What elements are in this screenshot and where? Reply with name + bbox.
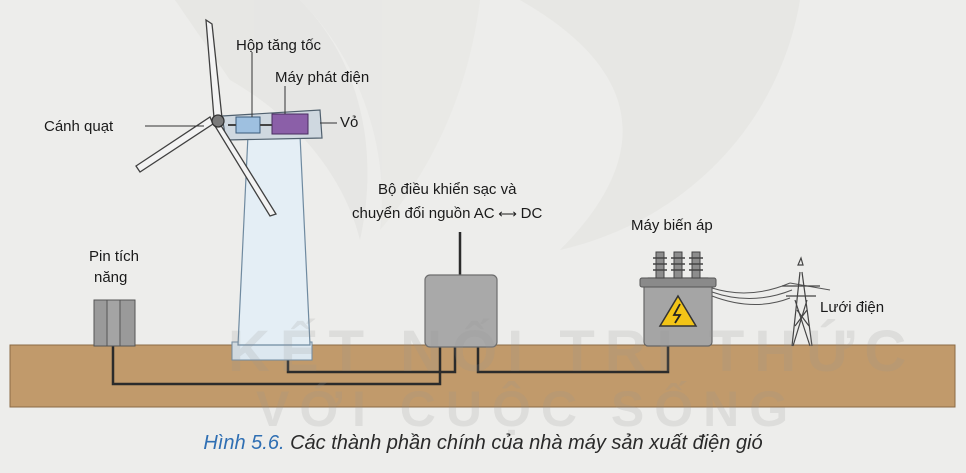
figure-number: Hình 5.6. [203,432,285,454]
label-blades: Cánh quạt [44,118,114,135]
transformer [639,251,717,347]
transmission-pylon-icon [782,256,820,347]
label-housing: Vỏ [340,114,359,131]
high-voltage-warning-icon [658,294,698,327]
rotor-blades [135,18,277,217]
background-logo [175,0,800,250]
nacelle [221,109,323,141]
bidirectional-arrow-icon: ⟷ [498,206,517,221]
label-controller-line2: chuyển đổi nguồn AC⟷DC [352,204,542,224]
ground [9,344,956,408]
figure-caption-text: Các thành phần chính của nhà máy sản xuấ… [290,432,763,454]
label-gearbox: Hộp tăng tốc [236,37,322,54]
charge-controller-box [424,274,498,348]
label-controller-line1: Bộ điều khiển sạc và [378,181,517,198]
watermark-line1: KẾT NỐI TRI THỨC [228,319,917,384]
label-grid: Lưới điện [820,299,885,316]
label-battery-line1: Pin tích [89,248,140,265]
label-controller-dc: DC [520,205,543,222]
watermark-line2: VỚI CUỘC SỐNG [256,381,799,437]
label-battery-line2: năng [94,269,128,286]
label-controller-ac: chuyển đổi nguồn AC [352,205,495,222]
label-transformer: Máy biến áp [631,217,713,234]
label-generator: Máy phát điện [275,69,370,86]
figure-caption: Hình 5.6. Các thành phần chính của nhà m… [0,432,966,455]
leader-lines [145,52,337,127]
battery-storage [93,299,136,347]
